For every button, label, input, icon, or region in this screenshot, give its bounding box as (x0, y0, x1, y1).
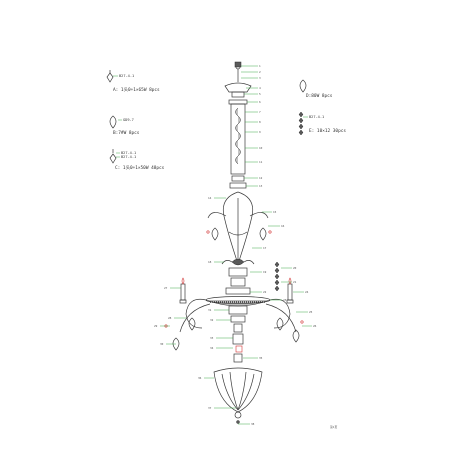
candle-sockets (179, 277, 294, 304)
callout-28: 28 (168, 316, 172, 320)
legend-item-b: GD9-7 B:7#W 8pcs (109, 115, 140, 136)
canopy (224, 82, 252, 105)
lower-bowl (213, 367, 263, 424)
legend-e-label: E: 10×12 30pcs (309, 128, 346, 134)
callout-12: 12 (259, 176, 263, 180)
callout-29: 29 (154, 324, 158, 328)
upper-crystal-drops (206, 227, 272, 241)
callout-18: 18 (208, 260, 212, 264)
callout-1: 1 (259, 64, 261, 68)
crystal-drop-a-icon (106, 70, 114, 83)
callout-10: 10 (259, 146, 263, 150)
legend-c-code-2: B27-4-1 (121, 155, 136, 159)
callout-4: 4 (259, 86, 261, 90)
callout-25: 25 (309, 310, 313, 314)
callout-numbers: 1 2 3 4 5 6 7 8 9 10 11 12 13 14 15 16 1… (154, 64, 317, 426)
main-arms (179, 298, 297, 333)
legend-a-code: B27-4-1 (119, 74, 134, 78)
legend-item-c: B27-4-1 B27-4-1 C: 1头0+1×50W 48pcs (109, 149, 165, 171)
leaf-ornament (221, 258, 255, 266)
callout-36: 36 (198, 376, 202, 380)
callout-16: 16 (281, 224, 285, 228)
leader-lines (160, 65, 312, 425)
legend-item-e: B27-4-1 E: 10×12 30pcs (298, 111, 346, 136)
callout-26: 26 (313, 324, 317, 328)
callout-35: 35 (259, 356, 263, 360)
callout-17: 17 (263, 246, 267, 250)
crystal-drop-d-icon (299, 79, 307, 93)
callout-33: 33 (210, 336, 214, 340)
callout-32: 32 (210, 318, 214, 322)
legend-e-code: B27-4-1 (309, 115, 324, 119)
bead-chain-e-icon (298, 111, 304, 136)
callout-11: 11 (259, 160, 263, 164)
callout-21: 21 (293, 280, 297, 284)
callout-22: 22 (263, 290, 267, 294)
legend-b-code: GD9-7 (123, 118, 134, 122)
callout-27: 27 (164, 286, 168, 290)
crystal-drop-c-icon (109, 149, 117, 164)
legend-d-label: D:80W 8pcs (306, 93, 333, 99)
callout-23: 23 (283, 298, 287, 302)
callout-38: 38 (251, 422, 255, 426)
callout-5: 5 (259, 92, 261, 96)
legend-b-label: B:7#W 8pcs (113, 130, 140, 136)
upper-lyre-arms (207, 191, 269, 266)
callout-3: 3 (259, 76, 261, 80)
main-ring (205, 296, 271, 307)
legend-item-d: D:80W 8pcs (299, 79, 333, 99)
stem-column (229, 103, 247, 189)
callout-20: 20 (293, 266, 297, 270)
legend-item-a: B27-4-1 A: 1头0+1×65W 8pcs (106, 70, 160, 93)
callout-24: 24 (305, 290, 309, 294)
callout-31: 31 (208, 308, 212, 312)
callout-9: 9 (259, 130, 261, 134)
callout-15: 15 (273, 210, 277, 214)
center-body (225, 267, 251, 295)
callout-37: 37 (208, 406, 212, 410)
chandelier-drawing (164, 61, 304, 424)
legend-c-code-1: B27-4-1 (121, 151, 136, 155)
legend-a-label: A: 1头0+1×65W 8pcs (113, 86, 160, 93)
callout-2: 2 (259, 70, 261, 74)
lower-stem (228, 305, 248, 363)
page-number: 第1页 (330, 425, 337, 429)
legend-c-label: C: 1头0+1×50W 48pcs (115, 164, 165, 171)
callout-34: 34 (210, 346, 214, 350)
callout-7: 7 (259, 110, 261, 114)
callout-30: 30 (160, 342, 164, 346)
callout-8: 8 (259, 120, 261, 124)
bead-chain-right (274, 261, 280, 292)
ceiling-hook (234, 61, 242, 82)
callout-14: 14 (208, 196, 212, 200)
callout-13: 13 (259, 184, 263, 188)
callout-6: 6 (259, 100, 261, 104)
callout-19: 19 (263, 270, 267, 274)
crystal-drop-b-icon (109, 115, 117, 129)
